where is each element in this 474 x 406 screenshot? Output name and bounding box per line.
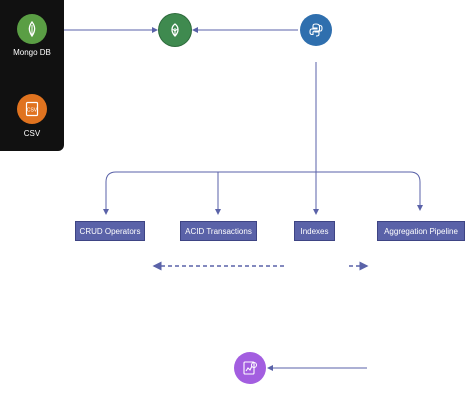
report-node[interactable] — [234, 352, 266, 384]
mongodb-leaf-icon — [171, 23, 179, 37]
csv-source-node[interactable]: CSV — [17, 94, 47, 124]
crud-operators-box[interactable]: CRUD Operators — [75, 221, 145, 241]
csv-label: CSV — [23, 129, 41, 138]
mongodb-source-node[interactable] — [17, 14, 47, 44]
svg-text:CSV: CSV — [27, 108, 38, 114]
indexes-box[interactable]: Indexes — [294, 221, 335, 241]
python-icon — [309, 23, 323, 37]
mongodb-hub-node[interactable] — [159, 14, 191, 46]
mongodb-label: Mongo DB — [13, 48, 51, 57]
csv-file-icon: CSV — [25, 101, 39, 117]
report-chart-icon — [243, 361, 257, 375]
distribution-line — [105, 171, 423, 214]
acid-transactions-box[interactable]: ACID Transactions — [180, 221, 257, 241]
aggregation-pipeline-box[interactable]: Aggregation Pipeline — [377, 221, 465, 241]
mongodb-leaf-icon — [28, 21, 36, 37]
python-node[interactable] — [300, 14, 332, 46]
